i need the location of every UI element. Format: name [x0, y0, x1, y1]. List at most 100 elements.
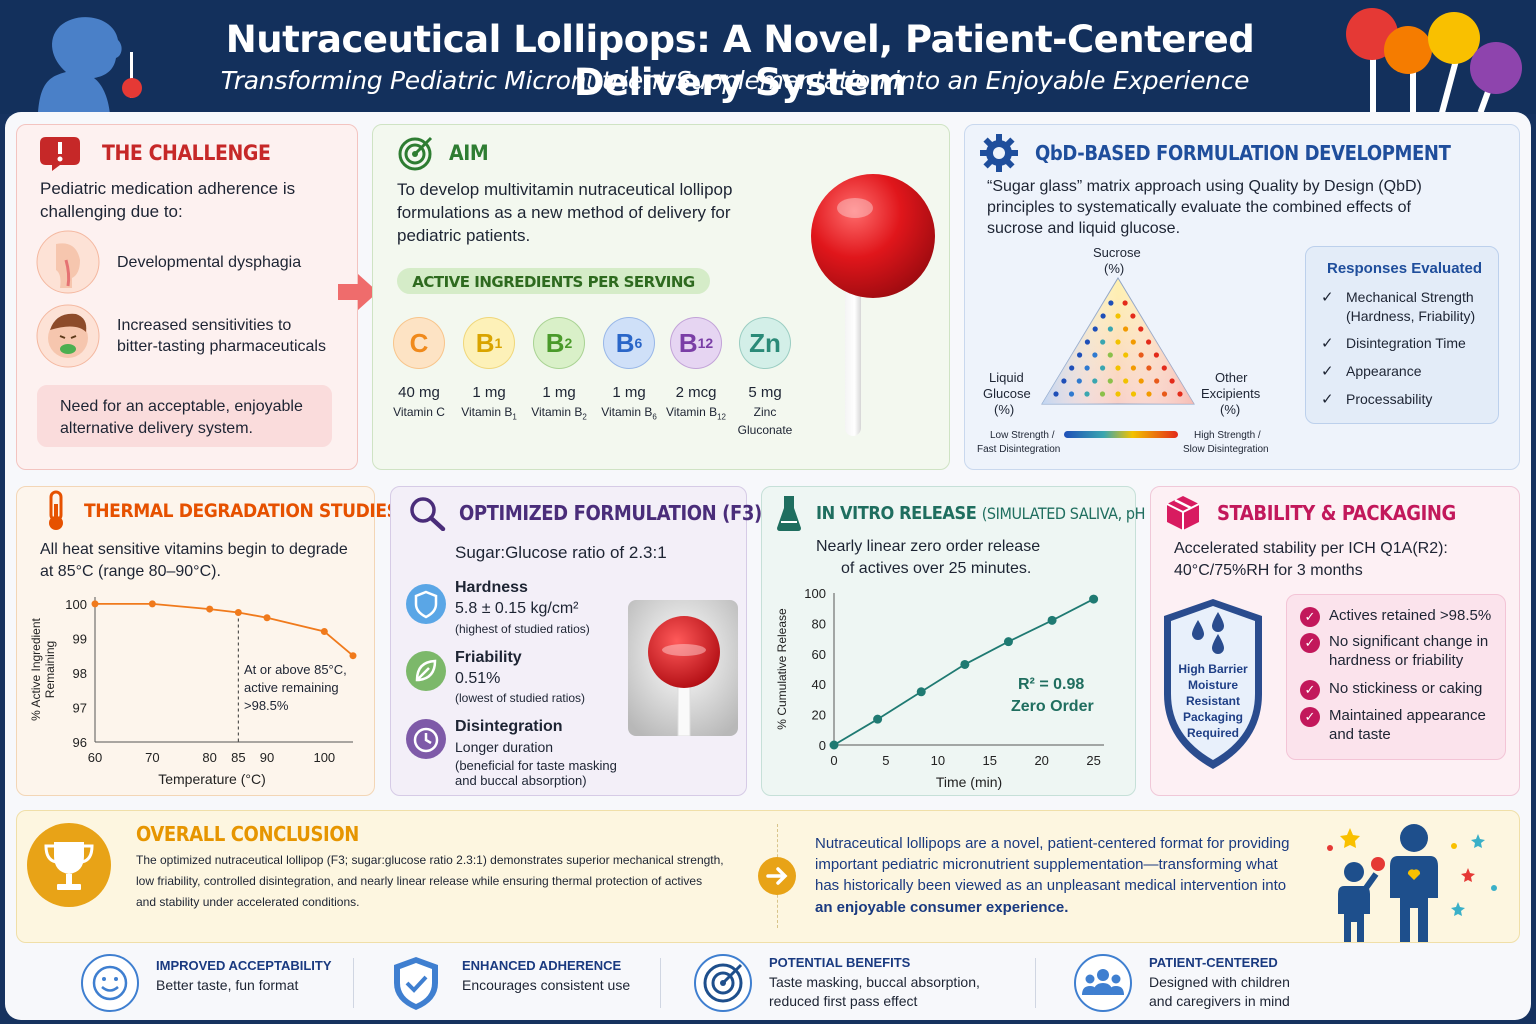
check-circle-icon: ✓	[1300, 707, 1320, 727]
conclusion-summary: an enjoyable consumer experience.	[815, 899, 1069, 916]
ternary-dot	[1130, 313, 1136, 319]
footer-benefit-title: IMPROVED ACCEPTABILITY	[156, 958, 332, 973]
stability-title: STABILITY & PACKAGING	[1217, 501, 1456, 525]
conclusion-title: OVERALL CONCLUSION	[136, 822, 359, 846]
y-tick-label: 40	[812, 677, 826, 692]
vitamin-subscript: 6	[634, 335, 643, 351]
ingredients-title: ACTIVE INGREDIENTS PER SERVING	[412, 273, 695, 291]
stability-text: Accelerated stability per ICH Q1A(R2):	[1174, 540, 1448, 557]
x-tick-label: 70	[145, 750, 159, 765]
check-icon: ✓	[1321, 289, 1334, 306]
data-point	[349, 652, 357, 660]
ternary-dot	[1115, 313, 1121, 319]
stability-result: No significant change in	[1329, 633, 1489, 650]
gear-icon	[980, 134, 1018, 172]
vitamin-name-text: Vitamin B	[461, 405, 513, 419]
vitamin-name: Zinc	[720, 405, 810, 419]
barrier-shield-icon	[1164, 599, 1262, 769]
ingredients-banner	[397, 268, 710, 294]
check-icon: ✓	[1321, 335, 1334, 352]
footer-divider	[1035, 958, 1036, 1008]
stability-result: Maintained appearance	[1329, 707, 1486, 724]
r-squared: R² = 0.98	[1018, 676, 1085, 693]
ternary-dot	[1138, 378, 1144, 384]
ternary-dot	[1123, 326, 1129, 332]
ternary-dot	[1130, 391, 1137, 397]
child-lollipop-icon	[38, 17, 142, 114]
vitamin-amount: 1 mg	[472, 384, 506, 401]
release-text: of actives over 25 minutes.	[841, 560, 1032, 577]
hardness-note: (highest of studied ratios)	[455, 622, 590, 636]
ternary-dot	[1123, 352, 1129, 358]
y-tick-label: 99	[73, 631, 87, 646]
ternary-dot	[1108, 300, 1114, 306]
footer-benefit-title: PATIENT-CENTERED	[1149, 955, 1278, 970]
parent-child-icon	[1327, 824, 1497, 942]
conclusion-text: The optimized nutraceutical lollipop (F3…	[136, 853, 724, 867]
header: Nutraceutical Lollipops: A Novel, Patien…	[0, 0, 1536, 114]
friability-note: (lowest of studied ratios)	[455, 691, 586, 705]
thermal-text: at 85°C (range 80–90°C).	[40, 563, 221, 580]
release-text: Nearly linear zero order release	[816, 538, 1041, 555]
ternary-top-label: Sucrose	[1093, 245, 1141, 260]
target-icon	[398, 136, 433, 171]
challenge-intro: Pediatric medication adherence is	[40, 179, 296, 198]
low-strength-label: Fast Disintegration	[977, 444, 1061, 455]
qbd-text: “Sugar glass” matrix approach using Qual…	[987, 178, 1422, 195]
footer-benefit-title: ENHANCED ADHERENCE	[462, 958, 622, 973]
ternary-dot	[1138, 352, 1144, 358]
responses-title: Responses Evaluated	[1327, 260, 1483, 277]
x-tick-label: 5	[882, 753, 889, 768]
data-point	[91, 600, 99, 608]
challenge-intro: challenging due to:	[40, 202, 183, 221]
ternary-dot	[1115, 391, 1121, 397]
ternary-diagram	[1041, 277, 1195, 405]
response-item: Processability	[1346, 391, 1433, 407]
data-point	[1089, 594, 1099, 604]
footer-benefit-text: Encourages consistent use	[462, 977, 631, 993]
friability-label: Friability	[455, 649, 522, 666]
check-circle-icon: ✓	[1300, 633, 1320, 653]
ternary-dot	[1053, 391, 1059, 397]
vitamin-name: Vitamin B1	[444, 405, 534, 421]
vitamin-symbol: B	[475, 327, 495, 358]
y-tick-label: 96	[73, 735, 87, 750]
qbd-text: principles to systematically evaluate th…	[987, 199, 1411, 216]
clock-icon	[406, 719, 446, 759]
vitamin-symbol: Zn	[749, 327, 781, 358]
vitamin-name: Vitamin B12	[651, 405, 741, 421]
vitamin-subscript: 2	[564, 335, 573, 351]
vitamin-name-text: Vitamin B	[665, 405, 718, 419]
qbd-title: QbD-BASED FORMULATION DEVELOPMENT	[1035, 141, 1451, 165]
ternary-dot	[1169, 378, 1175, 384]
x-tick-label: 90	[260, 750, 274, 765]
ternary-dot	[1077, 352, 1083, 358]
vitamin-name: Vitamin B6	[584, 405, 674, 421]
ternary-dot	[1177, 391, 1183, 397]
release-title: IN VITRO RELEASE (SIMULATED SALIVA, pH 6…	[816, 503, 1177, 524]
vitamin-name-subscript: 12	[717, 412, 727, 422]
ternary-dot	[1076, 378, 1082, 384]
aim-text: pediatric patients.	[397, 226, 531, 245]
page-title: Nutraceutical Lollipops: A Novel, Patien…	[225, 18, 1255, 104]
ternary-right-label: Other	[1215, 370, 1248, 385]
challenge-item-bitter: Increased sensitivities to	[117, 317, 292, 334]
x-tick-label: 60	[88, 750, 102, 765]
response-item: (Hardness, Friability)	[1346, 308, 1476, 324]
ternary-dot	[1130, 339, 1136, 345]
x-tick-label: 25	[1086, 753, 1100, 768]
ternary-dot	[1100, 365, 1106, 371]
challenge-title: THE CHALLENGE	[102, 141, 271, 165]
disintegration-note: (beneficial for taste masking	[455, 758, 617, 773]
throat-icon	[36, 230, 100, 294]
low-strength-label: Low Strength /	[990, 430, 1055, 441]
optimized-title: OPTIMIZED FORMULATION (F3)	[459, 501, 762, 525]
vitamin-badge: C	[393, 317, 445, 369]
leaf-icon	[406, 651, 446, 691]
vitamin-symbol: B	[678, 327, 698, 358]
hardness-label: Hardness	[455, 579, 528, 596]
vitamin-name-text: Zinc	[753, 405, 777, 419]
stability-result: No stickiness or caking	[1329, 680, 1483, 697]
vitamin-amount: 1 mg	[612, 384, 646, 401]
